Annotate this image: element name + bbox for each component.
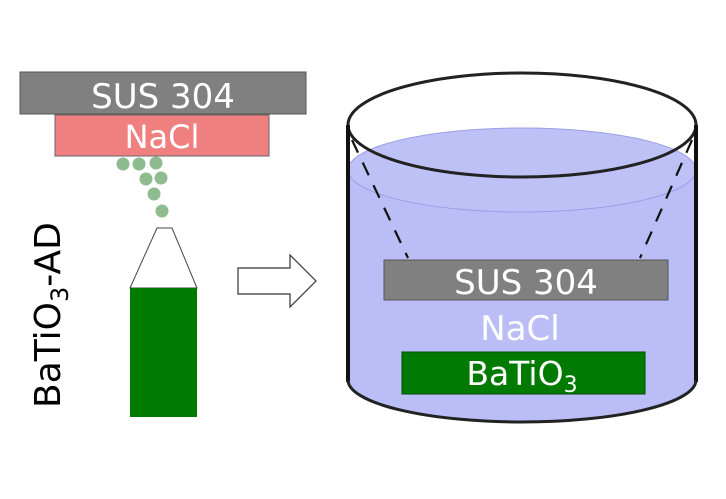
- process-label-base: BaTiO: [28, 302, 69, 408]
- particle: [154, 171, 168, 185]
- film-label-base: BaTiO: [466, 354, 563, 393]
- particle: [149, 156, 163, 170]
- beaker-icon: SUS 304 NaCl BaTiO3: [346, 71, 698, 424]
- particle: [132, 157, 146, 171]
- right-arrow-outline-icon: [237, 253, 317, 309]
- left-setup: SUS 304 NaCl BaTiO3-AD: [19, 71, 307, 417]
- process-label-suffix: -AD: [28, 222, 69, 287]
- particle-stream: [116, 156, 169, 218]
- batio3-label-right: BaTiO3: [466, 354, 577, 398]
- particle: [139, 172, 153, 186]
- nozzle-body: [130, 288, 197, 417]
- sus304-label-right: SUS 304: [454, 263, 598, 303]
- nacl-label-left: NaCl: [125, 118, 200, 156]
- particle: [116, 157, 130, 171]
- process-label-sub: 3: [46, 287, 74, 302]
- water-surface: [347, 127, 697, 213]
- nacl-label-right: NaCl: [480, 309, 559, 349]
- batio3-ad-label: BaTiO3-AD: [28, 222, 74, 408]
- particle: [147, 187, 161, 201]
- batio3-film: [401, 351, 646, 395]
- spray-nozzle-icon: [129, 227, 198, 417]
- nozzle-tip: [129, 227, 198, 289]
- dashed-line-right: [638, 139, 694, 259]
- particle: [155, 204, 169, 218]
- film-label-sub: 3: [564, 373, 578, 398]
- beaker-bottom: [346, 379, 698, 424]
- nacl-layer-left: [54, 114, 270, 157]
- sus304-plate-right: [383, 259, 669, 301]
- dashed-line-left: [351, 139, 409, 259]
- sus304-plate-left: [19, 71, 307, 115]
- sus304-label-left: SUS 304: [91, 77, 235, 117]
